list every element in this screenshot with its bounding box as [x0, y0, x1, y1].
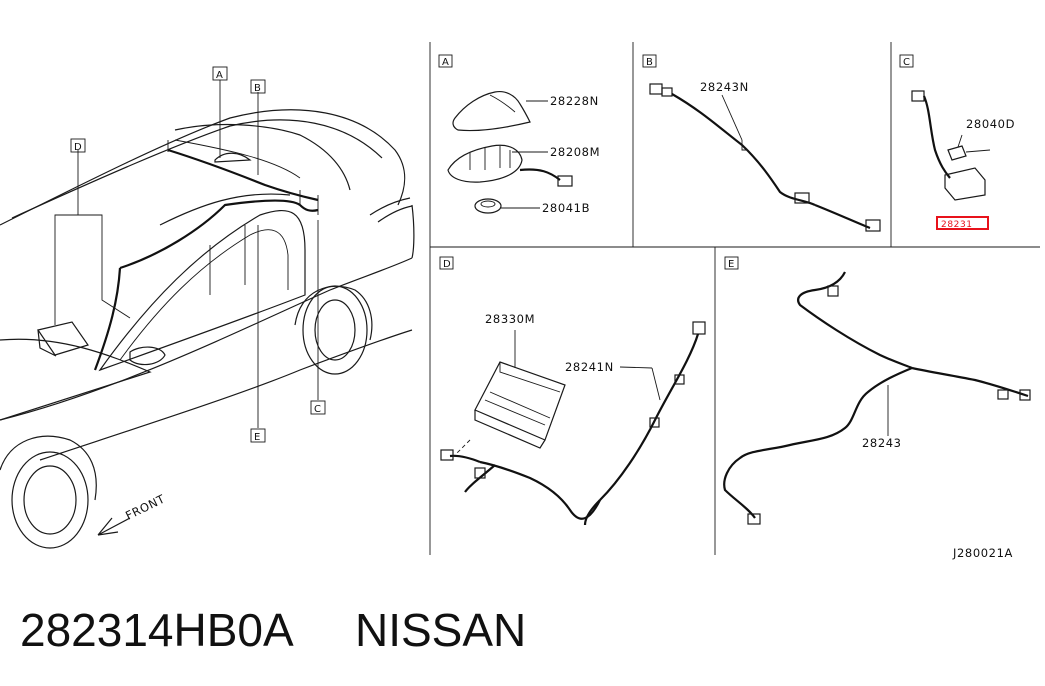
highlighted-part-box — [936, 216, 989, 230]
part-28231: 28231 — [941, 220, 973, 230]
callout-e: E — [254, 432, 260, 443]
front-label: FRONT — [123, 491, 167, 522]
callout-a: A — [216, 70, 223, 81]
callout-d: D — [74, 142, 82, 153]
part-28241n: 28241N — [565, 360, 614, 374]
part-28208m: 28208M — [550, 145, 600, 159]
panel-d-ref: D — [443, 259, 451, 270]
panel-e-ref: E — [728, 259, 734, 270]
part-28243: 28243 — [862, 436, 902, 450]
panel-d: D 28330M 28241N — [439, 256, 706, 526]
panel-c-ref: C — [903, 57, 910, 68]
panel-e: E 28243 — [723, 256, 1031, 525]
panel-b: B 28243N — [642, 54, 881, 232]
panel-a: A 28228N 28208M 28041B — [438, 54, 600, 215]
panel-grid — [429, 42, 1040, 555]
callout-c: C — [314, 404, 321, 415]
front-arrow-icon — [97, 517, 131, 536]
callout-b: B — [254, 83, 261, 94]
panel-c: C 28040D 28231 — [899, 54, 1015, 230]
part-number-caption: 282314HB0A — [20, 604, 294, 656]
part-28330m: 28330M — [485, 312, 535, 326]
car-overview: A B D C E FRONT — [0, 66, 415, 549]
panel-b-ref: B — [646, 57, 653, 68]
part-28040d: 28040D — [966, 117, 1015, 131]
diagram-code: J280021A — [952, 546, 1013, 560]
panel-a-ref: A — [442, 57, 449, 68]
part-28228n: 28228N — [550, 94, 599, 108]
part-28243n: 28243N — [700, 80, 749, 94]
brand-caption: NISSAN — [355, 604, 526, 656]
part-28041b: 28041B — [542, 201, 590, 215]
